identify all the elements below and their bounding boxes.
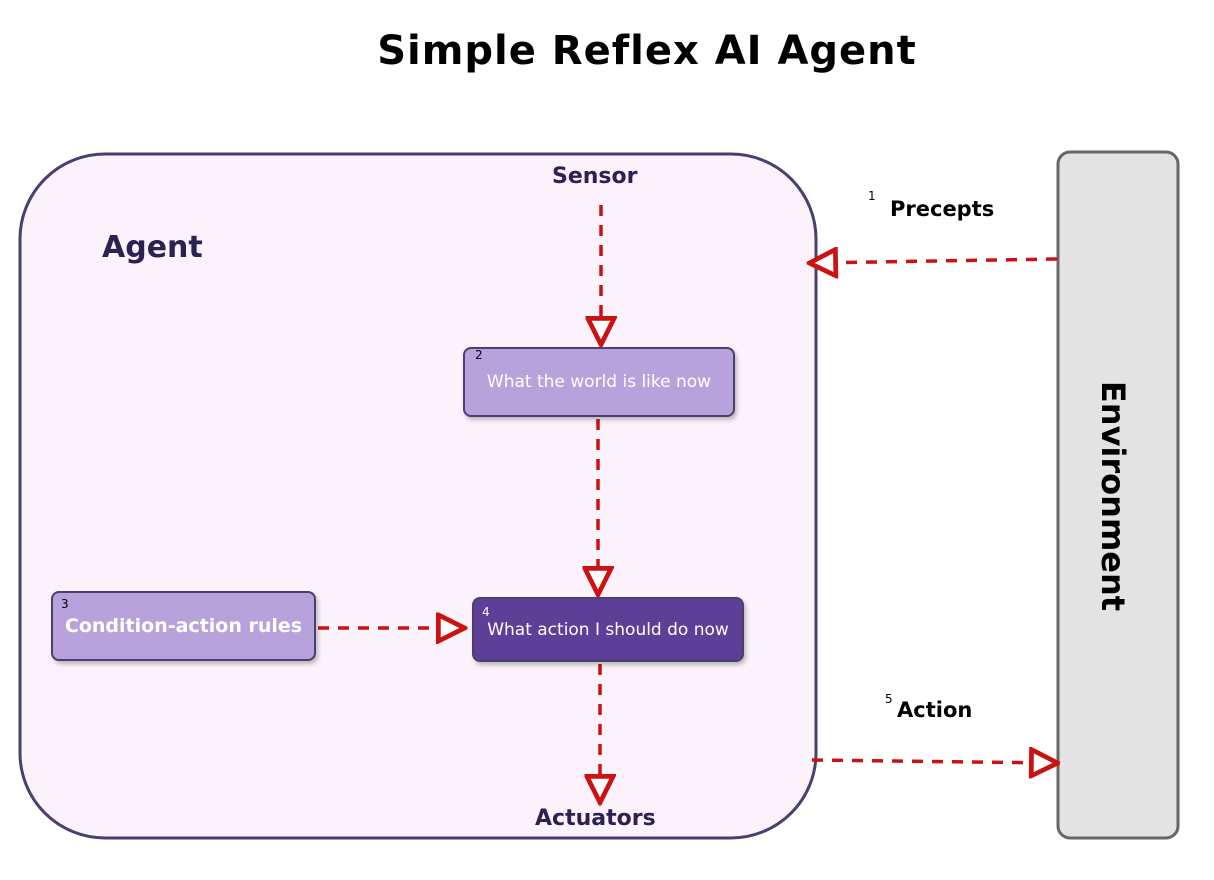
- condition-action-rules-text: Condition-action rules: [64, 615, 303, 637]
- rules-number: 3: [61, 597, 69, 611]
- agent-label: Agent: [102, 230, 203, 265]
- diagram-title: Simple Reflex AI Agent: [377, 28, 917, 74]
- action-choice-box: What action I should do now: [472, 597, 744, 662]
- action-arrow: [811, 760, 1055, 763]
- environment-block: [1056, 150, 1180, 840]
- precepts-label: Precepts: [890, 197, 995, 221]
- precepts-arrow: [812, 259, 1058, 263]
- sensor-label: Sensor: [552, 164, 638, 189]
- action-number: 5: [885, 692, 893, 706]
- environment-label: Environment: [1094, 380, 1132, 612]
- precepts-number: 1: [868, 189, 876, 203]
- agent-container: [18, 152, 818, 840]
- condition-action-rules-box: Condition-action rules: [51, 591, 316, 661]
- action-choice-text: What action I should do now: [487, 619, 729, 640]
- action-label: Action: [897, 698, 973, 722]
- world-state-number: 2: [475, 348, 483, 362]
- actuators-label: Actuators: [535, 806, 656, 831]
- action-choice-number: 4: [482, 605, 490, 619]
- world-state-box: What the world is like now: [463, 347, 735, 417]
- world-state-text: What the world is like now: [486, 372, 712, 392]
